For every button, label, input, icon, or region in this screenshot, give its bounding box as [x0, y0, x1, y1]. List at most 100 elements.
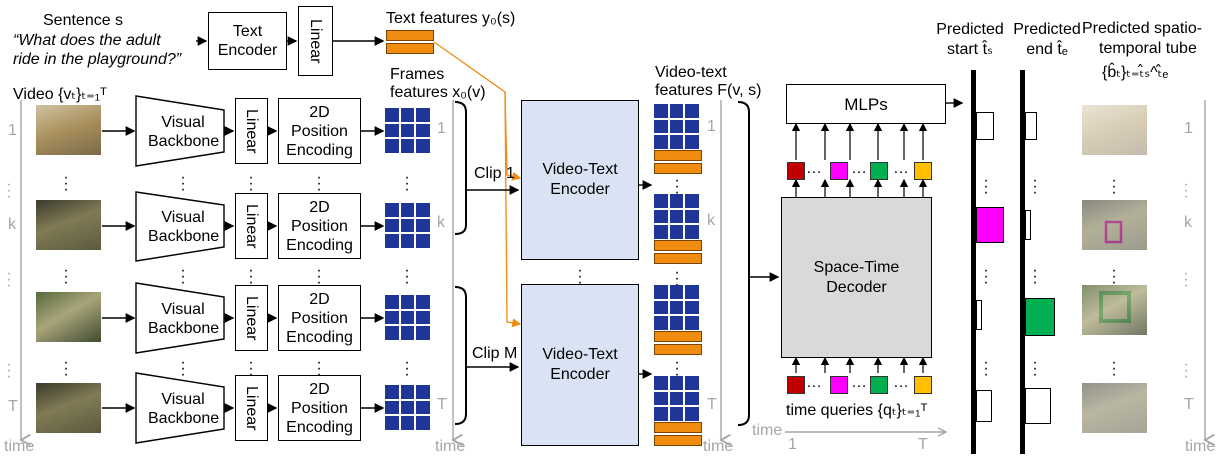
vertical-ellipsis: ··· [316, 354, 322, 383]
tube-time-label: k [1184, 214, 1192, 231]
frame-feature-grid [385, 295, 430, 340]
start-score-box-highlight [976, 207, 1004, 243]
video-text-feature-token [654, 331, 702, 342]
vertical-ellipsis: ··· [316, 262, 322, 291]
query-token-red [787, 376, 805, 394]
time-axis-label-far-right: time [1185, 438, 1216, 455]
video-text-feature-token [654, 422, 702, 433]
horizontal-ellipsis: … [893, 374, 909, 391]
text-feature-token [386, 43, 434, 54]
video-text-feature-token [654, 150, 702, 161]
horizontal-ellipsis: … [851, 160, 867, 177]
text-to-encoder1-arrow [433, 41, 522, 181]
time-queries-label: time queries {qₜ}ₜ₌₁ᵀ [786, 402, 928, 419]
frames-features-label-line2: features x₀(v) [390, 84, 486, 101]
query-token-magenta [830, 162, 848, 180]
clip1-bracket [454, 101, 467, 235]
vertical-ellipsis: ··· [316, 169, 322, 198]
horizontal-ellipsis: … [806, 160, 822, 177]
mlps-box: MLPs [786, 84, 946, 124]
feature-time-label: 1 [437, 120, 446, 137]
tube-frame-1 [1082, 105, 1147, 155]
visual-backbones [135, 95, 225, 444]
end-score-box [1025, 388, 1051, 424]
sentence-text-line2: ride in the playground?” [13, 51, 182, 68]
video-text-feature-grid [654, 376, 699, 421]
text-linear-box: Linear [298, 6, 333, 76]
vertical-ellipsis: ··· [6, 176, 12, 205]
time-axis-label-mid: time [435, 438, 466, 455]
vertical-ellipsis: ··· [1111, 262, 1117, 291]
vertical-ellipsis: ··· [6, 265, 12, 294]
query-token-red [787, 162, 805, 180]
vertical-ellipsis: ··· [1183, 176, 1189, 205]
linear-box-row1: Linear [235, 98, 268, 164]
start-score-box [976, 112, 994, 140]
video-text-features-label-line1: Video-text [655, 64, 727, 81]
horizontal-ellipsis: … [893, 160, 909, 177]
feature-time-label: k [707, 212, 715, 229]
text-to-encoderM-arrow [504, 91, 522, 328]
text-linear-label: Linear [307, 18, 324, 64]
video-frame-1 [36, 105, 101, 155]
sentence-label: Sentence s [43, 12, 124, 29]
vertical-ellipsis: ··· [983, 172, 989, 201]
vertical-ellipsis: ··· [180, 262, 186, 291]
time-label-row2: k [8, 216, 16, 233]
vertical-ellipsis: ··· [248, 262, 254, 291]
text-feature-token [386, 30, 434, 41]
vertical-ellipsis: ··· [180, 354, 186, 383]
vertical-ellipsis: ··· [1183, 265, 1189, 294]
linear-box-row4: Linear [235, 375, 268, 441]
vertical-ellipsis: ··· [248, 169, 254, 198]
video-text-feature-token [654, 240, 702, 251]
video-text-feature-token [654, 344, 702, 355]
horizontal-ellipsis: … [806, 374, 822, 391]
vertical-ellipsis: ··· [1183, 356, 1189, 385]
vertical-ellipsis: ··· [63, 169, 69, 198]
vertical-ellipsis: ··· [674, 264, 680, 293]
tube-frame-k [1082, 200, 1147, 250]
time-label-row4: T [8, 398, 18, 415]
vertical-ellipsis: ··· [1032, 262, 1038, 291]
vertical-ellipsis: ··· [1111, 354, 1117, 383]
query-token-green [870, 376, 888, 394]
tube-time-label: T [1184, 396, 1194, 413]
text-encoder-box: Text Encoder [208, 12, 287, 70]
frame-feature-grid [385, 385, 430, 430]
clip1-label: Clip 1 [474, 165, 515, 182]
predicted-tube-label-line2: temporal tube [1099, 40, 1197, 57]
vertical-ellipsis: ··· [63, 354, 69, 383]
feature-time-label: k [437, 214, 445, 231]
time-axis-label-left: time [4, 438, 35, 455]
start-score-box [976, 300, 982, 330]
vertical-ellipsis: ··· [577, 262, 583, 291]
query-token-yellow [914, 376, 932, 394]
video-text-feature-token [654, 253, 702, 264]
video-text-feature-token [654, 435, 702, 446]
vertical-ellipsis: ··· [1032, 172, 1038, 201]
frame-feature-grid [385, 108, 430, 153]
video-text-feature-grid [654, 285, 699, 330]
tube-frame-m [1082, 285, 1147, 335]
video-frame-T [36, 383, 101, 433]
vertical-ellipsis: ··· [6, 356, 12, 385]
start-score-box [976, 390, 992, 422]
end-score-box-highlight [1025, 298, 1055, 336]
vertical-ellipsis: ··· [404, 354, 410, 383]
horizontal-ellipsis: … [851, 374, 867, 391]
video-text-feature-token [654, 163, 702, 174]
linear-box-row2: Linear [235, 193, 268, 259]
